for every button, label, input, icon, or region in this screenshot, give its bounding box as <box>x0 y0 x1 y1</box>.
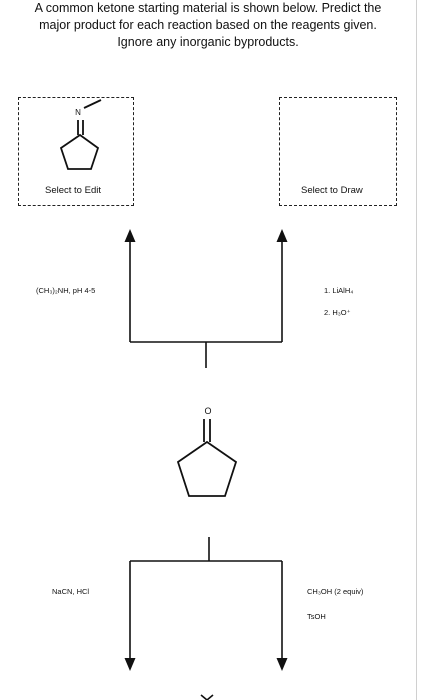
cyclopentanone-ring <box>176 440 238 497</box>
question-text: A common ketone starting material is sho… <box>0 0 416 51</box>
reagent-top-left: (CH₃)₂NH, pH 4-5 <box>36 286 96 295</box>
question-line-1: A common ketone starting material is sho… <box>34 1 382 15</box>
reagent-bottom-right-1: CH₃OH (2 equiv) <box>307 587 364 596</box>
page-edge-divider <box>416 0 417 700</box>
top-arrows <box>129 240 283 368</box>
starting-material-structure <box>176 419 238 497</box>
question-line-3: Ignore any inorganic byproducts. <box>117 35 299 49</box>
question-line-2: major product for each reaction based on… <box>39 18 377 32</box>
select-to-edit-label[interactable]: Select to Edit <box>45 185 101 196</box>
cut-off-mark <box>200 694 214 700</box>
arrow-down-left-head <box>124 658 136 671</box>
product-n-methyl-bond <box>83 99 102 109</box>
answer-box-edit[interactable] <box>18 97 134 206</box>
product-n-label: N <box>75 108 81 117</box>
arrow-up-left-head <box>124 229 136 242</box>
reagent-bottom-right-2: TsOH <box>307 612 326 621</box>
arrow-down-right-head <box>276 658 288 671</box>
reagent-bottom-left: NaCN, HCl <box>52 587 90 596</box>
carbonyl-o-label: O <box>204 406 211 416</box>
arrow-up-right-head <box>276 229 288 242</box>
product-cyclopentane-ring <box>59 133 100 170</box>
select-to-draw-label[interactable]: Select to Draw <box>301 185 363 196</box>
bottom-arrows <box>129 537 283 660</box>
reagent-top-right-step1: 1. LiAlH₄ <box>324 286 354 295</box>
product-structure[interactable] <box>59 99 102 170</box>
reagent-top-right-step2: 2. H₃O⁺ <box>324 308 351 317</box>
answer-box-draw[interactable] <box>279 97 397 206</box>
